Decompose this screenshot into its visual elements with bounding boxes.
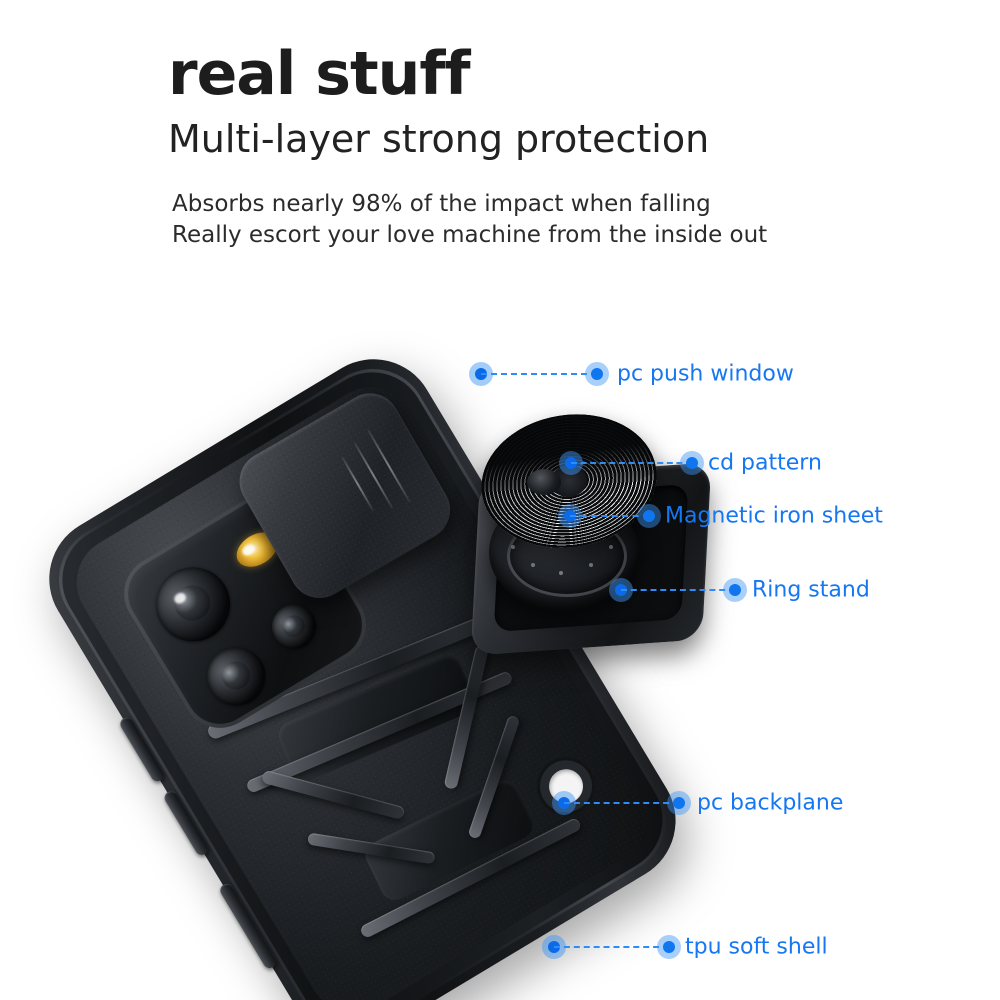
main-camera-lens <box>142 553 244 656</box>
callout-leader-line <box>554 946 669 948</box>
lens-inner-ring <box>278 611 308 641</box>
callout-label-tpu-soft-shell: tpu soft shell <box>685 934 828 960</box>
callout-end-dot[interactable] <box>686 457 698 469</box>
callout-label-pc-backplane: pc backplane <box>697 790 844 816</box>
callout-end-dot[interactable] <box>643 510 655 522</box>
lens-inner-ring <box>216 656 255 695</box>
body-text-line-1: Absorbs nearly 98% of the impact when fa… <box>172 191 711 217</box>
callout-leader-line <box>564 802 679 804</box>
callout-leader-line <box>481 373 597 375</box>
wide-camera-lens <box>196 636 277 717</box>
callout-leader-line <box>621 589 735 591</box>
page-subheadline: Multi-layer strong protection <box>168 117 710 161</box>
page-headline: real stuff <box>168 39 471 109</box>
callout-end-dot[interactable] <box>673 797 685 809</box>
callout-label-ring-stand: Ring stand <box>752 577 870 603</box>
tele-camera-lens <box>263 596 325 657</box>
callout-leader-line <box>570 515 649 517</box>
callout-label-cd-pattern: cd pattern <box>708 450 822 476</box>
callout-leader-line <box>571 462 692 464</box>
lens-inner-ring <box>167 578 217 628</box>
product-image <box>0 250 1000 1000</box>
ring-stand-assembly <box>455 402 725 675</box>
body-text-line-2: Really escort your love machine from the… <box>172 222 768 248</box>
callout-label-magnetic-iron-sheet: Magnetic iron sheet <box>665 503 883 529</box>
callout-end-dot[interactable] <box>663 941 675 953</box>
callout-end-dot[interactable] <box>729 584 741 596</box>
callout-end-dot[interactable] <box>591 368 603 380</box>
callout-label-pc-push-window: pc push window <box>617 361 794 387</box>
cd-disc-hub <box>527 469 561 495</box>
